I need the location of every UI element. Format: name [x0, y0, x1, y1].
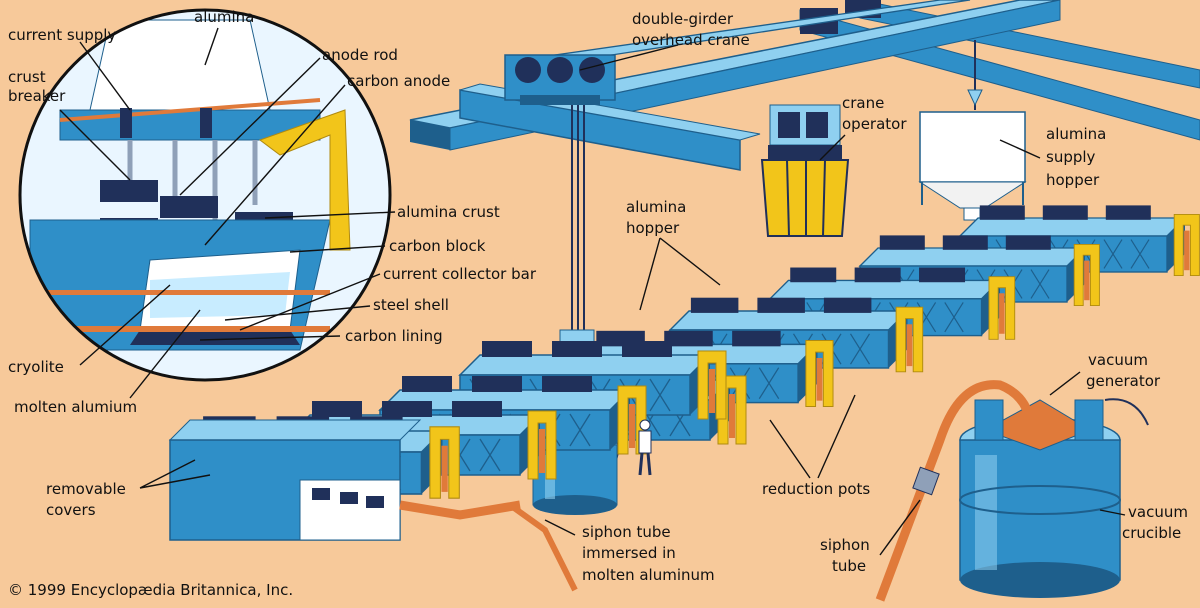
leader-lines	[59, 27, 1126, 556]
label-alumina-hopper-2: hopper	[626, 219, 680, 237]
label-alumina: alumina	[194, 8, 254, 26]
overhead-crane	[409, 0, 1200, 515]
label-crane: crane	[842, 94, 884, 112]
label-crust: crust	[8, 68, 46, 86]
label-carbon-lining: carbon lining	[345, 327, 443, 345]
label-alumina-supply-1: alumina	[1046, 125, 1106, 143]
label-operator: operator	[842, 115, 907, 133]
label-siphon-tube-2: tube	[832, 557, 866, 575]
label-anode-rod: anode rod	[322, 46, 398, 64]
label-alumina-supply-2: supply	[1046, 148, 1096, 166]
label-current-supply: current supply	[8, 26, 116, 44]
label-alumina-crust: alumina crust	[397, 203, 500, 221]
label-alumina-hopper-1: alumina	[626, 198, 686, 216]
label-siphon-immersed-1: siphon tube	[582, 523, 671, 541]
label-breaker: breaker	[8, 87, 66, 105]
label-carbon-anode: carbon anode	[347, 72, 450, 90]
label-siphon-immersed-3: molten aluminum	[582, 566, 715, 584]
label-siphon-immersed-2: immersed in	[582, 544, 676, 562]
copyright-notice: © 1999 Encyclopædia Britannica, Inc.	[8, 581, 293, 599]
label-current-collector-bar: current collector bar	[383, 265, 537, 283]
reduction-pots	[168, 204, 1200, 541]
label-vacuum-generator-2: generator	[1086, 372, 1161, 390]
label-molten-alumium: molten alumium	[14, 398, 137, 416]
labels: current supply alumina crust breaker ano…	[8, 8, 1188, 599]
label-vacuum-crucible-1: vacuum	[1128, 503, 1188, 521]
label-steel-shell: steel shell	[373, 296, 449, 314]
siphon-tube	[875, 380, 1035, 602]
worker-figure	[638, 419, 652, 476]
vacuum-crucible	[959, 398, 1149, 598]
label-reduction-pots: reduction pots	[762, 480, 870, 498]
label-vacuum-generator-1: vacuum	[1088, 351, 1148, 369]
label-removable-covers-2: covers	[46, 501, 96, 519]
label-carbon-block: carbon block	[389, 237, 486, 255]
label-siphon-tube-1: siphon	[820, 536, 870, 554]
label-double-girder: double-girder	[632, 10, 734, 28]
label-overhead-crane: overhead crane	[632, 31, 750, 49]
label-alumina-supply-3: hopper	[1046, 171, 1100, 189]
label-removable-covers-1: removable	[46, 480, 126, 498]
label-cryolite: cryolite	[8, 358, 64, 376]
label-vacuum-crucible-2: crucible	[1122, 524, 1181, 542]
pot-cutaway-inset	[18, 8, 392, 382]
